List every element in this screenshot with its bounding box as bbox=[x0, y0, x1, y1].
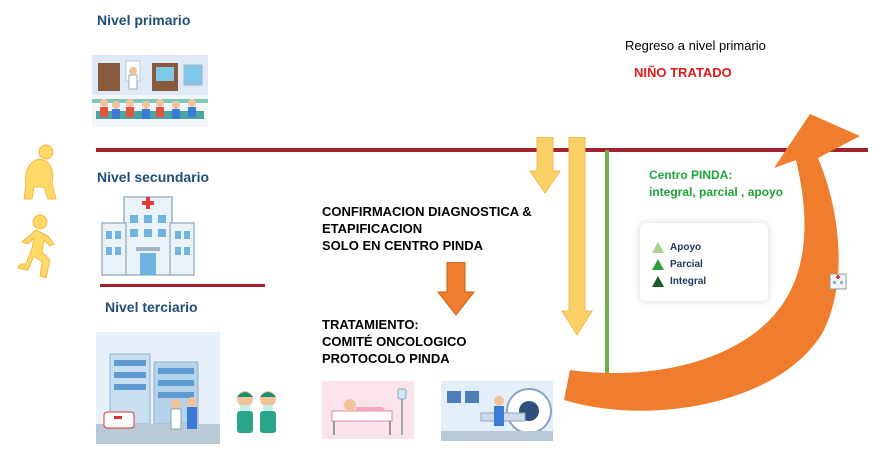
centro-pinda-subtitle: integral, parcial , apoyo bbox=[649, 185, 784, 199]
yellow-arrow-short bbox=[529, 137, 561, 194]
level-secondary-title: Nivel secundario bbox=[97, 169, 210, 185]
confirmation-line-3: SOLO EN CENTRO PINDA bbox=[322, 238, 484, 253]
return-curved-arrow bbox=[564, 114, 860, 411]
green-vertical-line bbox=[605, 150, 609, 390]
centro-pinda-label: Centro PINDA: integral, parcial , apoyo bbox=[649, 167, 783, 201]
confirmation-line-1: CONFIRMACION DIAGNOSTICA & bbox=[322, 204, 532, 219]
orange-down-arrow bbox=[437, 262, 475, 316]
confirmation-step-text: CONFIRMACION DIAGNOSTICA & ETAPIFICACION… bbox=[322, 203, 532, 254]
legend-item-integral: Integral bbox=[652, 273, 706, 290]
small-hospital-icon bbox=[829, 273, 847, 290]
treatment-step-text: TRATAMIENTO: COMITÉ ONCOLOGICO PROTOCOLO… bbox=[322, 316, 466, 367]
tertiary-hospital-illustration bbox=[96, 332, 220, 444]
light-green-triangle-icon bbox=[652, 242, 664, 253]
waiting-room-illustration bbox=[92, 55, 208, 127]
center-type-legend: Apoyo Parcial Integral bbox=[640, 223, 768, 301]
level-tertiary-title: Nivel terciario bbox=[105, 299, 198, 315]
secondary-tertiary-divider bbox=[100, 284, 265, 287]
mri-machine-illustration bbox=[441, 381, 553, 441]
green-triangle-icon bbox=[652, 259, 664, 270]
primary-secondary-divider bbox=[96, 148, 868, 152]
yellow-arrow-long bbox=[561, 137, 593, 336]
treatment-line-1: TRATAMIENTO: bbox=[322, 317, 419, 332]
legend-item-apoyo: Apoyo bbox=[652, 239, 706, 256]
crawling-child-icon bbox=[23, 144, 57, 200]
level-primary-title: Nivel primario bbox=[97, 12, 191, 28]
treatment-line-3: PROTOCOLO PINDA bbox=[322, 351, 450, 366]
return-label: Regreso a nivel primario bbox=[625, 38, 766, 53]
dark-green-triangle-icon bbox=[652, 276, 664, 287]
nurses-illustration bbox=[237, 391, 276, 433]
patient-bed-illustration bbox=[322, 381, 414, 439]
confirmation-line-2: ETAPIFICACION bbox=[322, 221, 423, 236]
centro-pinda-title: Centro PINDA: bbox=[649, 168, 733, 182]
legend-label: Apoyo bbox=[670, 242, 702, 253]
legend-label: Parcial bbox=[670, 259, 703, 270]
treated-child-status: NIÑO TRATADO bbox=[634, 65, 732, 80]
legend-item-parcial: Parcial bbox=[652, 256, 706, 273]
treatment-line-2: COMITÉ ONCOLOGICO bbox=[322, 334, 467, 349]
hospital-building-illustration bbox=[101, 196, 195, 276]
running-child-icon bbox=[17, 214, 55, 279]
legend-label: Integral bbox=[670, 276, 707, 287]
